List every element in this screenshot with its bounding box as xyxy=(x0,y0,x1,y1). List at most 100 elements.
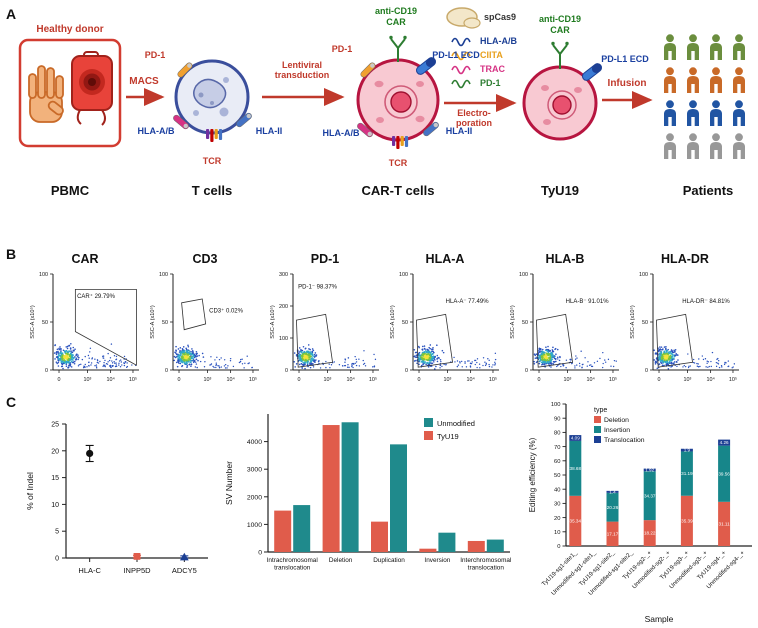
svg-text:50: 50 xyxy=(162,320,168,326)
t-cell-hla-ab-label: HLA-A/B xyxy=(137,126,175,136)
svg-text:10⁴: 10⁴ xyxy=(466,377,475,383)
stage-label-patients: Patients xyxy=(682,183,734,198)
svg-text:20: 20 xyxy=(554,516,560,522)
svg-text:50: 50 xyxy=(642,320,648,326)
car-t-hla-ii-label: HLA-II xyxy=(445,126,473,136)
t-cell-tcr-label: TCR xyxy=(202,156,222,166)
car-receptor-icon xyxy=(551,41,569,69)
svg-text:0: 0 xyxy=(645,368,648,374)
sv-category: Intrachromosomal xyxy=(267,557,318,564)
legend-label: Unmodified xyxy=(437,419,475,428)
receptor-icon xyxy=(360,62,376,78)
spcas9-label: spCas9 xyxy=(484,12,517,22)
svg-text:0: 0 xyxy=(658,377,661,383)
gate-annotation: HLA-A⁻ 77.49% xyxy=(446,299,490,305)
sv-category: Interchromosomal xyxy=(460,557,511,564)
flow-ylabel: SSC-A (x10⁵) xyxy=(509,305,516,339)
svg-text:80: 80 xyxy=(554,431,560,437)
arrow-label-electroporation: Electro-poration xyxy=(456,108,492,129)
sgRNA-squiggle-icon xyxy=(451,79,471,89)
person-icon xyxy=(687,100,699,126)
person-icon xyxy=(733,67,745,93)
svg-text:100: 100 xyxy=(519,272,528,278)
svg-text:0: 0 xyxy=(165,368,168,374)
person-icon xyxy=(664,100,676,126)
stack-value: 18.22 xyxy=(644,531,656,536)
stack-value: 34.37 xyxy=(644,493,656,498)
stack-value: 35.39 xyxy=(681,518,693,523)
svg-text:200: 200 xyxy=(279,304,288,310)
sgRNA-label-pd1: PD-1 xyxy=(480,78,501,88)
gate-outline xyxy=(296,313,334,368)
legend-title: type xyxy=(594,407,607,414)
stack-value: 35.34 xyxy=(570,519,582,524)
svg-text:100: 100 xyxy=(39,272,48,278)
flow-ylabel: SSC-A (x10⁵) xyxy=(149,305,156,339)
sv-ylabel: SV Number xyxy=(224,461,234,505)
svg-text:300: 300 xyxy=(279,272,288,278)
receptor-icon xyxy=(357,122,373,138)
sv-bar-TyU19 xyxy=(322,425,340,552)
indel-point xyxy=(86,449,94,458)
editing-category: Unmodified-sg4-_+ xyxy=(706,550,747,591)
sv-category: translocation xyxy=(274,565,311,572)
tyu19-car-label: CAR xyxy=(550,25,570,35)
stack-value: 20.26 xyxy=(607,505,619,510)
svg-text:100: 100 xyxy=(279,336,288,342)
svg-text:10⁵: 10⁵ xyxy=(489,377,497,383)
gate-outline xyxy=(74,288,137,366)
flow-ylabel: SSC-A (x10⁵) xyxy=(29,305,36,339)
sv-bar-TyU19 xyxy=(274,510,292,552)
stack-Translocation xyxy=(680,448,693,452)
flow-ylabel: SSC-A (x10⁵) xyxy=(629,305,636,339)
sv-category: translocation xyxy=(468,565,505,572)
sgRNA-label-hla-ab: HLA-A/B xyxy=(480,36,517,46)
svg-text:10⁵: 10⁵ xyxy=(609,377,617,383)
stage-label-t-cells: T cells xyxy=(191,183,233,198)
svg-text:10⁴: 10⁴ xyxy=(586,377,595,383)
blood-bag-icon xyxy=(71,51,113,126)
legend-swatch xyxy=(424,431,433,440)
receptor-icon xyxy=(423,121,439,137)
stack-value: 31.11 xyxy=(719,522,731,527)
person-icon xyxy=(687,133,699,159)
svg-text:15: 15 xyxy=(51,475,59,482)
tyu19-anti-cd19-label: anti-CD19 xyxy=(538,14,581,24)
svg-text:50: 50 xyxy=(522,320,528,326)
legend-label: Insertion xyxy=(604,427,630,434)
sv-bar-Unmodified xyxy=(293,505,311,552)
stage-label-tyu19: TyU19 xyxy=(540,183,580,198)
svg-text:0: 0 xyxy=(55,556,59,563)
gate-outline xyxy=(181,298,207,331)
indel-ylabel: % of Indel xyxy=(25,472,35,510)
t-cell-pd1-label: PD-1 xyxy=(144,50,166,60)
sv-category: Duplication xyxy=(373,557,405,564)
svg-text:5: 5 xyxy=(55,529,59,536)
panel-a-diagram xyxy=(18,7,745,159)
spcas9-icon xyxy=(446,7,481,29)
legend-swatch xyxy=(424,418,433,427)
gate-outline xyxy=(416,313,454,368)
car-t-tcr-label: TCR xyxy=(388,158,408,168)
svg-text:70: 70 xyxy=(554,445,560,451)
stack-value: 1.9 xyxy=(684,448,691,453)
svg-text:10⁴: 10⁴ xyxy=(346,377,355,383)
svg-text:30: 30 xyxy=(554,502,560,508)
sv-bar-Unmodified xyxy=(341,422,359,552)
sv-bar-TyU19 xyxy=(371,521,388,552)
stack-Insertion xyxy=(606,492,619,522)
legend-swatch xyxy=(594,426,601,433)
car-t-anti-cd19-label: anti-CD19 xyxy=(374,6,417,16)
flow-plot-title: PD-1 xyxy=(310,252,340,266)
flow-plot-title: HLA-B xyxy=(545,252,585,266)
